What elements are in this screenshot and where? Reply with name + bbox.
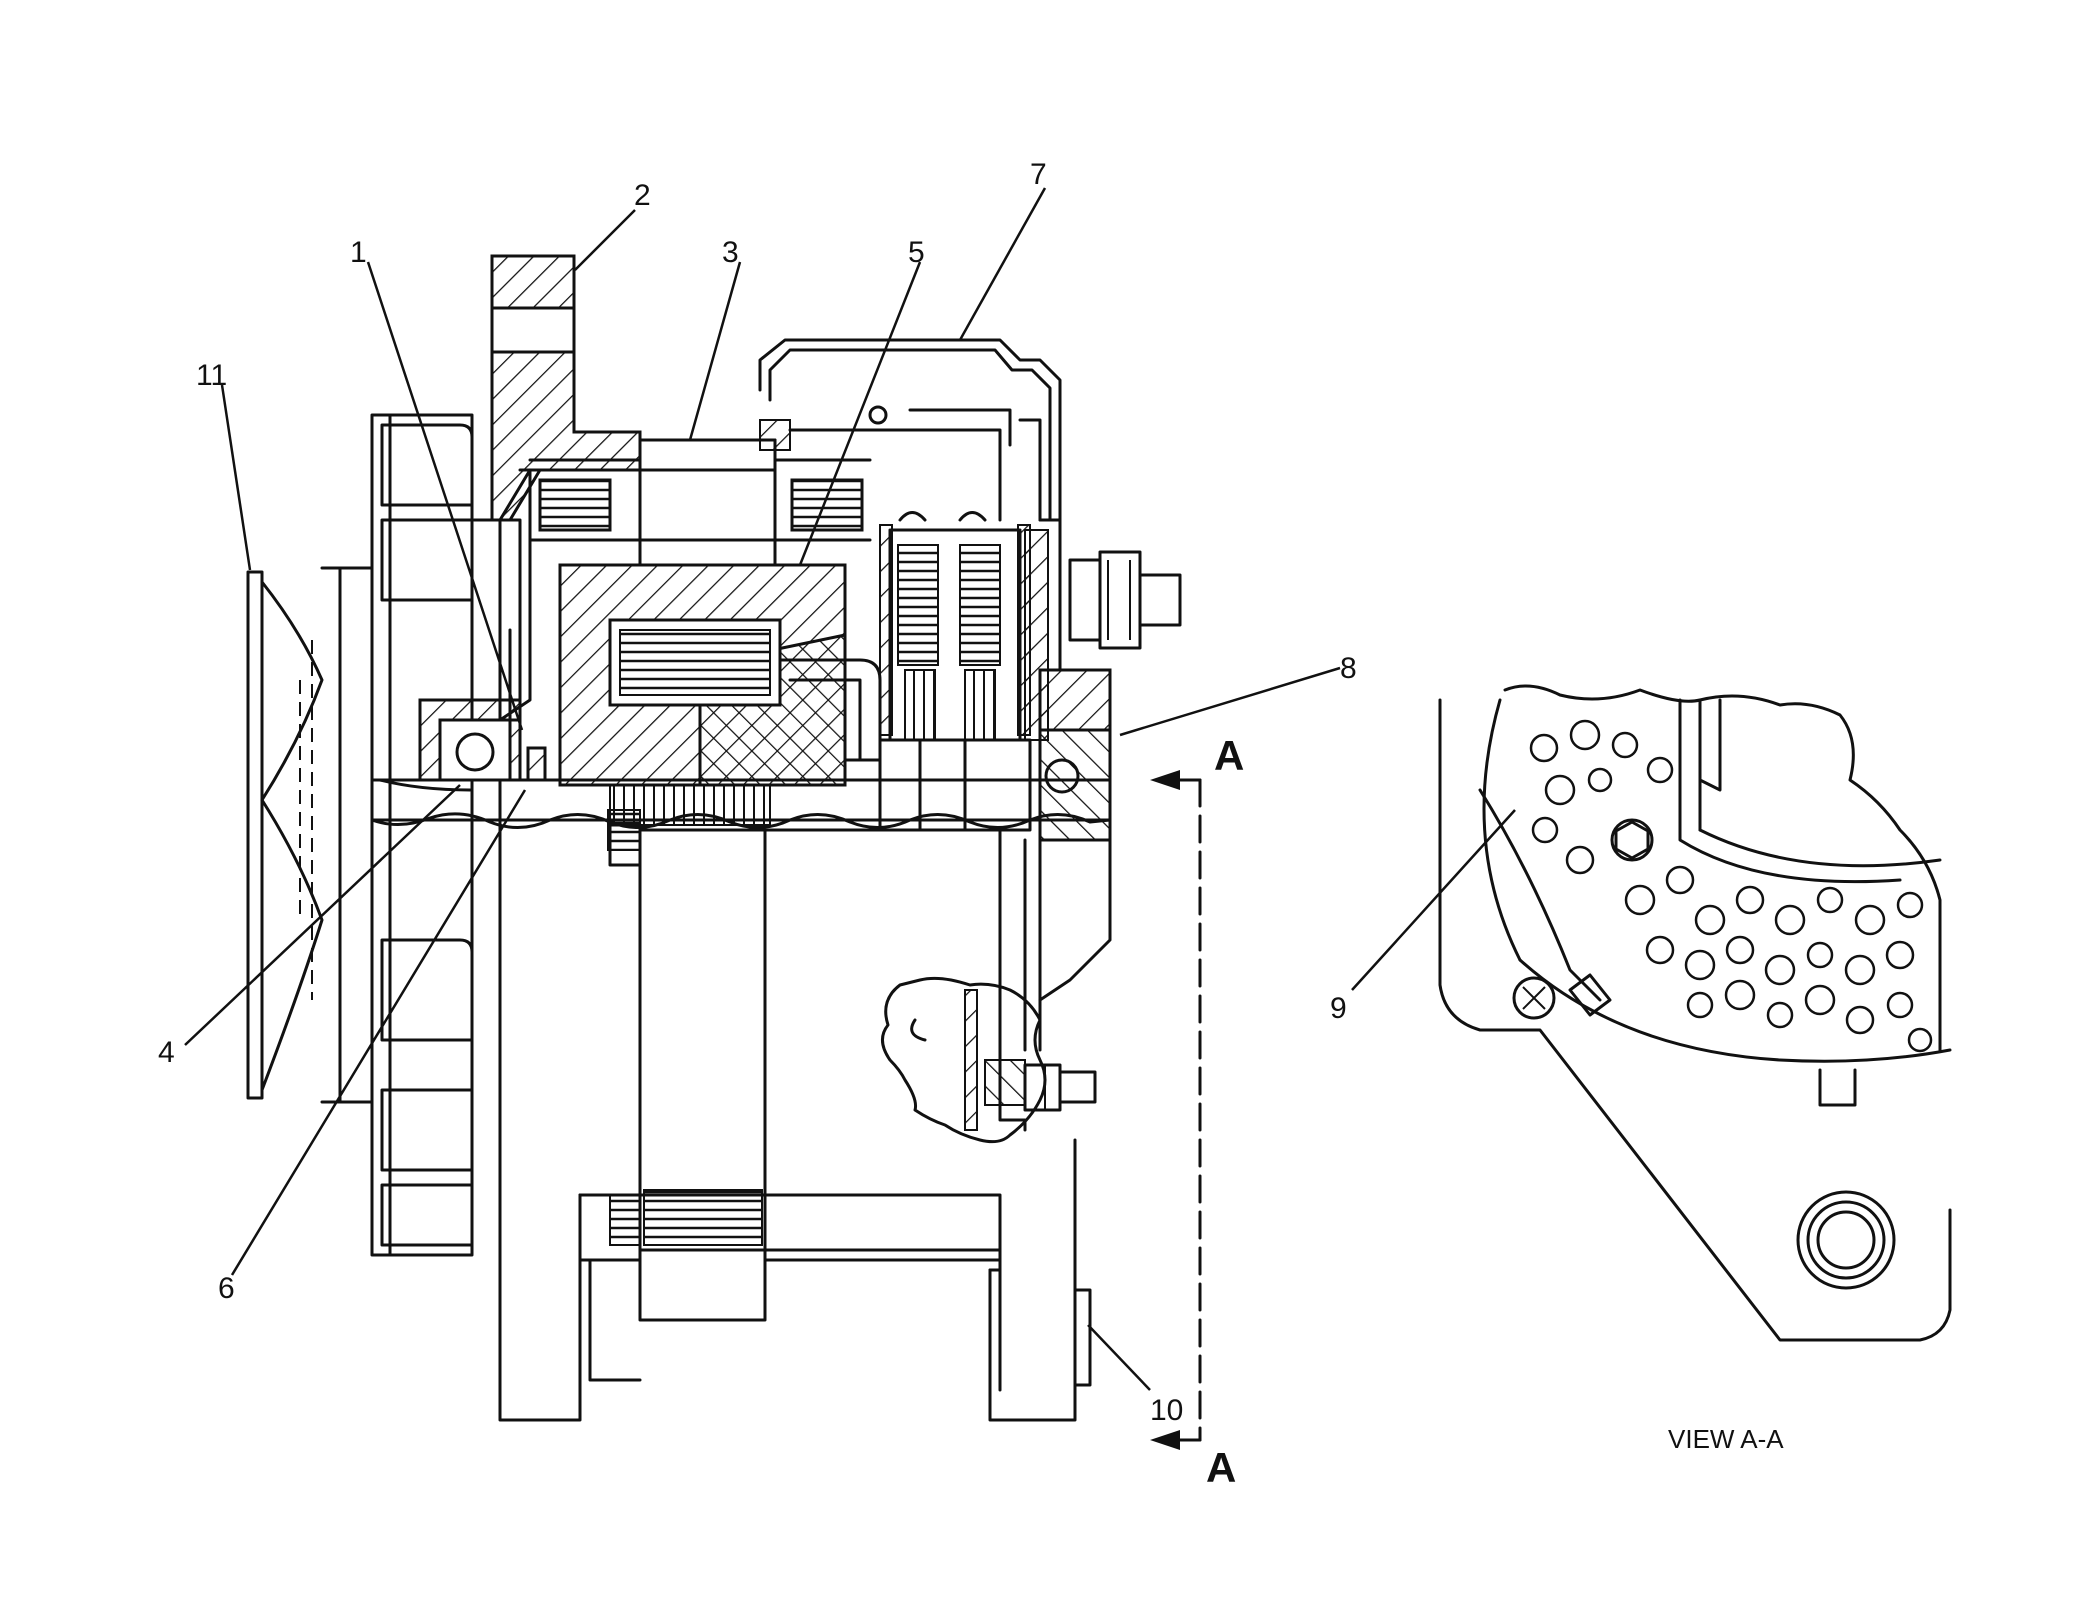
callout-labels: 1 2 3 4 5 6 7 8 9 10 11 xyxy=(158,158,1357,1427)
regulator-cover xyxy=(758,338,1062,741)
rotor xyxy=(558,563,882,787)
front-bearing xyxy=(378,628,547,792)
callout-6: 6 xyxy=(218,1272,235,1305)
stator-core xyxy=(528,438,872,1322)
callout-11: 11 xyxy=(196,359,227,392)
callout-1: 1 xyxy=(350,236,367,269)
callout-2: 2 xyxy=(634,179,651,212)
heat-sink-holes xyxy=(1529,719,1933,1053)
bolt-cutaway xyxy=(881,976,1097,1144)
brush-holder xyxy=(878,511,1032,832)
view-caption: VIEW A-A xyxy=(1668,1424,1784,1454)
lower-housing xyxy=(578,828,1092,1422)
callout-5: 5 xyxy=(908,236,925,269)
callout-10: 10 xyxy=(1150,1394,1183,1427)
section-line-a-a xyxy=(1150,770,1202,1450)
callout-9: 9 xyxy=(1330,992,1347,1025)
callout-3: 3 xyxy=(722,236,739,269)
fan xyxy=(370,413,474,1257)
leader-lines xyxy=(184,187,1516,1391)
callout-8: 8 xyxy=(1340,652,1357,685)
rear-end-frame xyxy=(1023,518,1182,1052)
callout-4: 4 xyxy=(158,1036,175,1069)
view-a-a-detail xyxy=(1438,684,1952,1342)
section-letter-top: A xyxy=(1214,732,1244,779)
callout-7: 7 xyxy=(1030,158,1047,191)
pulley xyxy=(246,566,374,1104)
section-letter-bottom: A xyxy=(1206,1444,1236,1491)
alternator-assembly xyxy=(246,254,1202,1450)
